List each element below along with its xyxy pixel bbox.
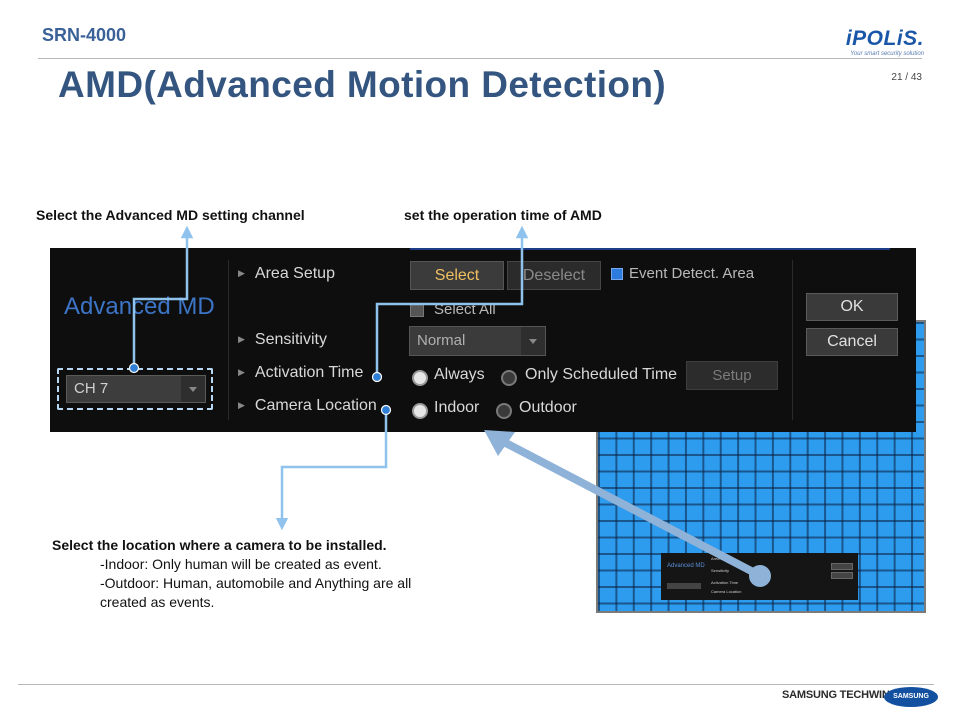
mini-cancel-button (831, 572, 853, 579)
arrow-right-icon: ▶ (238, 334, 245, 344)
mini-heading: Advanced MD (667, 563, 705, 569)
mini-channel-select (667, 583, 701, 589)
select-all-checkbox[interactable] (410, 303, 424, 317)
location-description: Select the location where a camera to be… (52, 536, 411, 612)
model-name: SRN-4000 (42, 25, 127, 45)
ipolis-logo: iPOLiS. Your smart security solution (846, 28, 924, 58)
arrow-right-icon: ▶ (238, 268, 245, 278)
logo-brand: iPOLiS. (845, 27, 924, 50)
advanced-md-panel: Advanced MD CH 7 ▶ Area Setup Select Dese… (50, 248, 916, 432)
activation-time-label: Activation Time (254, 364, 364, 381)
callout-channel: Select the Advanced MD setting channel (36, 207, 305, 223)
select-button[interactable]: Select (410, 261, 504, 290)
mini-area-label: Area Setup (711, 556, 732, 561)
page-title: AMD(Advanced Motion Detection) (58, 64, 667, 105)
outdoor-label: Outdoor (519, 399, 577, 416)
samsung-logo: SAMSUNG (884, 687, 938, 707)
channel-highlight (57, 368, 213, 410)
mini-settings-preview: Advanced MD Area Setup Sensitivity Activ… (661, 553, 858, 600)
sensitivity-label: Sensitivity (254, 331, 327, 348)
arrow-right-icon: ▶ (238, 367, 245, 377)
zoom-arrow-head (484, 430, 515, 456)
select-all-label: Select All (434, 301, 496, 318)
cancel-button[interactable]: Cancel (806, 328, 898, 356)
always-radio[interactable] (412, 370, 428, 386)
always-label: Always (434, 366, 485, 383)
deselect-button[interactable]: Deselect (507, 261, 601, 290)
channel-select[interactable]: CH 7 (66, 375, 206, 403)
setup-button[interactable]: Setup (686, 361, 778, 390)
chevron-down-icon[interactable] (181, 376, 205, 402)
panel-top-glow (410, 248, 890, 250)
advanced-md-heading: Advanced MD (64, 293, 215, 320)
indoor-description: -Indoor: Only human will be created as e… (100, 556, 382, 572)
scheduled-radio[interactable] (501, 370, 517, 386)
page-number: 21 / 43 (891, 72, 922, 83)
indoor-radio[interactable] (412, 403, 428, 419)
mini-sensitivity-label: Sensitivity (711, 568, 730, 573)
footer-divider (18, 684, 934, 685)
chevron-down-icon[interactable] (521, 327, 545, 355)
ok-button[interactable]: OK (806, 293, 898, 321)
outdoor-description-cont: created as events. (100, 594, 215, 610)
area-setup-row: ▶ Area Setup (238, 265, 335, 283)
sensitivity-select[interactable]: Normal (409, 326, 546, 356)
footer-company: SAMSUNG TECHWIN (782, 689, 890, 701)
mini-ok-button (831, 563, 853, 570)
event-detect-swatch (611, 268, 623, 280)
activation-time-row: ▶ Activation Time (238, 364, 363, 382)
panel-separator-right (792, 260, 793, 420)
mini-location-label: Camera Location (711, 589, 742, 594)
header-divider (38, 58, 922, 59)
camera-location-row: ▶ Camera Location (238, 397, 377, 415)
scheduled-label: Only Scheduled Time (525, 366, 678, 383)
area-setup-label: Area Setup (254, 265, 335, 282)
panel-separator-left (228, 260, 229, 420)
outdoor-radio[interactable] (496, 403, 512, 419)
sensitivity-row: ▶ Sensitivity (238, 331, 327, 349)
location-instruction: Select the location where a camera to be… (52, 537, 387, 553)
indoor-label: Indoor (434, 399, 480, 416)
logo-tagline: Your smart security solution (850, 51, 924, 57)
event-detect-label: Event Detect. Area (629, 265, 755, 282)
camera-location-label: Camera Location (254, 397, 377, 414)
mini-activation-label: Activation Time (711, 580, 739, 585)
arrow-right-icon: ▶ (238, 400, 245, 410)
sensitivity-value: Normal (417, 332, 466, 349)
callout-operation-time: set the operation time of AMD (404, 207, 602, 223)
channel-value: CH 7 (74, 380, 109, 397)
outdoor-description: -Outdoor: Human, automobile and Anything… (100, 575, 412, 591)
